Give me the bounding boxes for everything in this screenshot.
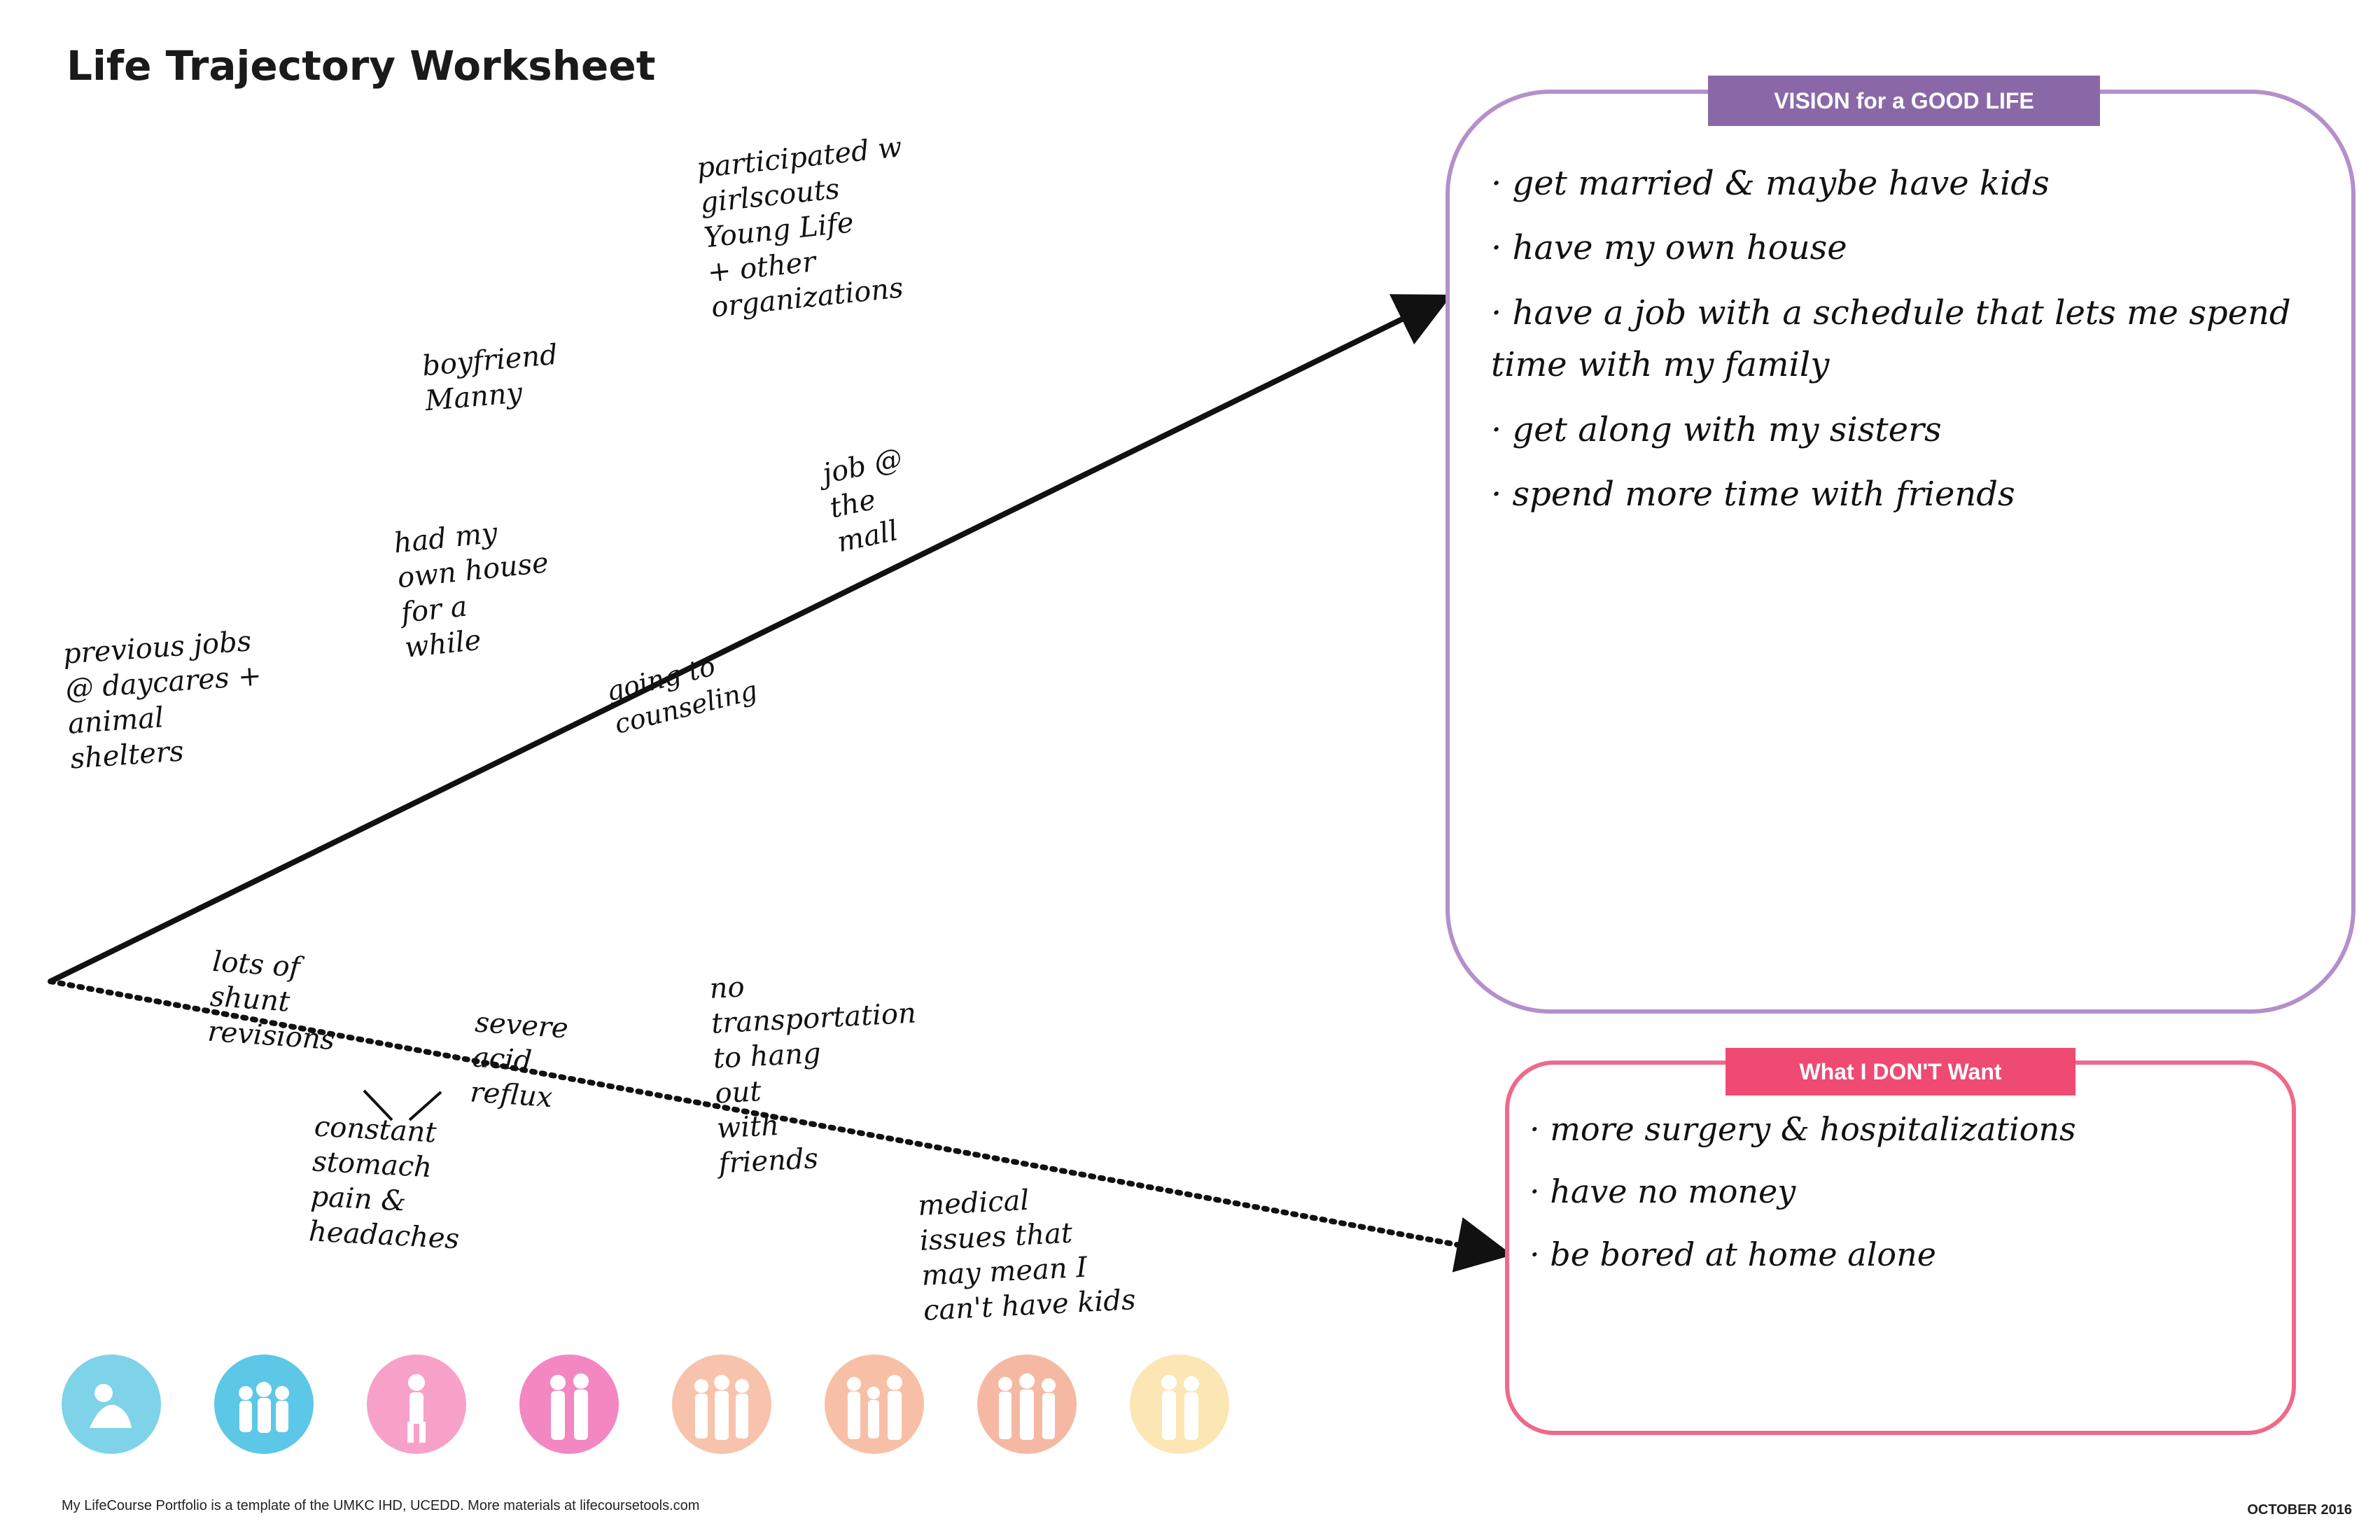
note-acid-reflux: severe acid reflux: [469, 1006, 570, 1114]
dont-want-item: · more surgery & hospitalizations: [1530, 1110, 2076, 1148]
vision-item: · get along with my sisters: [1491, 410, 1942, 449]
young-adult-group-icon: [672, 1354, 771, 1454]
elder-couple-icon: [1130, 1354, 1229, 1454]
baby-icon: [62, 1354, 161, 1454]
vision-item: · spend more time with friends: [1491, 474, 2015, 514]
negative-trajectory-arrow: [48, 979, 1513, 1273]
note-boyfriend: boyfriend Manny: [421, 338, 559, 418]
child-walking-icon: [367, 1354, 466, 1454]
note-medical-issues: medical issues that may mean I can't hav…: [917, 1184, 1137, 1327]
dont-want-list: · more surgery & hospitalizations · have…: [1530, 1105, 2272, 1292]
dont-want-item: · have no money: [1530, 1172, 1796, 1211]
vision-header: VISION for a GOOD LIFE: [1708, 76, 2100, 126]
note-previous-jobs: previous jobs @ daycares + animal shelte…: [62, 625, 263, 776]
footer-credit: My LifeCourse Portfolio is a template of…: [62, 1498, 700, 1513]
family-group-icon: [825, 1354, 924, 1454]
vision-item: · have my own house: [1491, 228, 1847, 268]
note-own-house: had my own house for a while: [392, 517, 550, 664]
page-title: Life Trajectory Worksheet: [66, 42, 656, 90]
note-shunt: lots of shunt revisions: [206, 945, 336, 1057]
dont-want-header: What I DON'T Want: [1726, 1048, 2076, 1096]
children-group-icon: [214, 1354, 314, 1454]
positive-trajectory-arrow: [49, 294, 1452, 984]
note-transportation: no transportation to hang out with frien…: [708, 971, 917, 1180]
annotation-strokes: [363, 1089, 442, 1121]
teen-pair-icon: [519, 1354, 619, 1454]
dont-want-box: [1505, 1060, 2296, 1435]
vision-list: · get married & maybe have kids · have m…: [1491, 158, 2296, 533]
dont-want-item: · be bored at home alone: [1530, 1235, 1936, 1273]
adult-family-icon: [977, 1354, 1077, 1454]
vision-item: · have a job with a schedule that lets m…: [1491, 293, 2291, 385]
footer-date: OCTOBER 2016: [2247, 1502, 2352, 1518]
vision-item: · get married & maybe have kids: [1491, 164, 2050, 203]
note-stomach-pain: constant stomach pain & headaches: [308, 1110, 461, 1256]
note-organizations: participated w girlscouts Young Life + o…: [694, 131, 905, 324]
